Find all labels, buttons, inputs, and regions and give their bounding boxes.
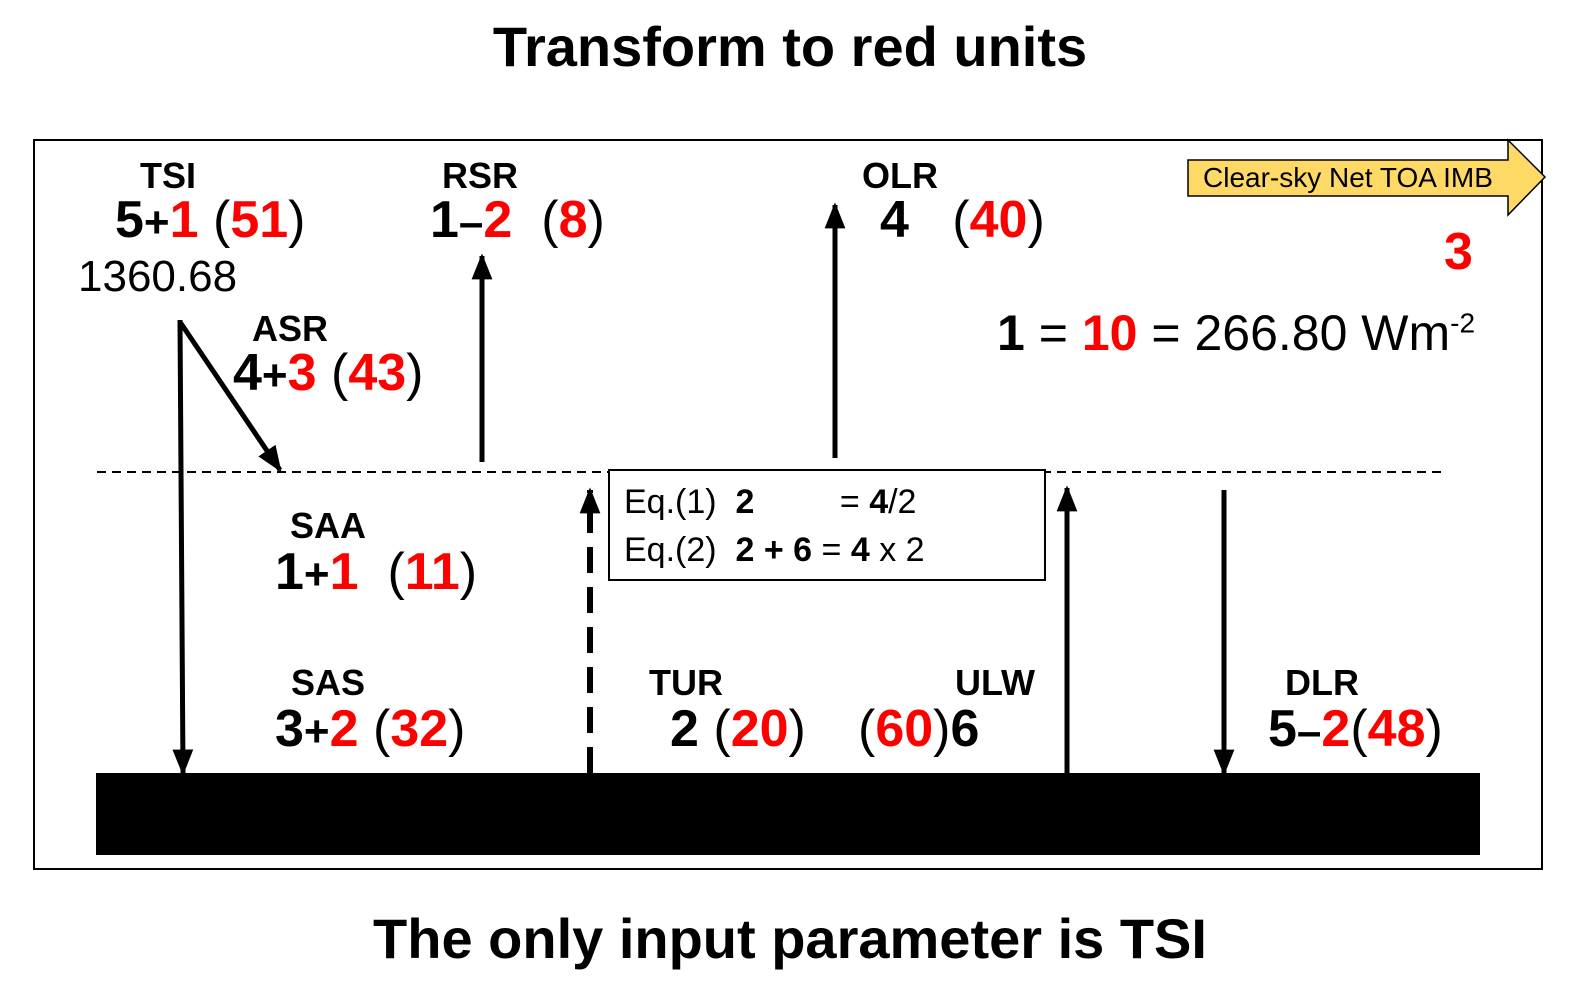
rsr-paren: 8: [558, 191, 588, 249]
eq2-rhs-bold: 4: [850, 531, 870, 569]
tsi-label: TSI: [139, 155, 197, 196]
saa-label: SAA: [289, 505, 367, 546]
ulw-paren: 60: [875, 700, 934, 758]
rsr-label: RSR: [441, 155, 519, 196]
tsi-red: 1: [169, 191, 199, 249]
tsi-down-arrow: [172, 319, 194, 776]
unit-ten: 10: [1081, 305, 1138, 361]
sas-black: 3: [275, 700, 304, 758]
imbalance-arrow-shape: [1187, 138, 1547, 217]
asr-red: 3: [287, 344, 317, 402]
olr-label: OLR: [862, 155, 938, 196]
asr-value: 4+3 (43): [233, 344, 424, 402]
saa-op: +: [303, 550, 330, 599]
ulw-black: 6: [950, 700, 980, 758]
dlr-label: DLR: [1285, 662, 1359, 703]
rsr-value: 1–2 (8): [430, 191, 605, 249]
dlr-paren: 48: [1367, 700, 1426, 758]
dlr-red: 2: [1321, 700, 1351, 758]
eq2-rhs: x 2: [869, 531, 925, 569]
ulw-value: (60)6: [858, 700, 980, 758]
page-title: Transform to red units: [492, 15, 1088, 78]
olr-black: 4: [880, 191, 909, 249]
equation-2: Eq.(2) 2 + 6 = 4 x 2: [624, 526, 925, 574]
eq2-label: Eq.(2): [624, 531, 717, 569]
eq2-equals: =: [821, 531, 842, 569]
asr-op: +: [261, 351, 288, 400]
surface-block: [96, 773, 1480, 855]
unit-conversion: 1 = 10 = 266.80 Wm-2: [997, 308, 1475, 358]
asr-diagonal-arrow: [177, 320, 283, 473]
olr-paren: 40: [969, 191, 1028, 249]
imbalance-label: Clear-sky Net TOA IMB: [1203, 162, 1493, 193]
asr-paren: 43: [348, 344, 407, 402]
eq1-label: Eq.(1): [624, 483, 717, 521]
eq1-lhs: 2: [735, 483, 755, 521]
eq1-equals: =: [839, 483, 860, 521]
unit-eq: =: [1038, 305, 1068, 361]
footer-caption: The only input parameter is TSI: [373, 907, 1207, 970]
tsi-black: 5: [115, 191, 144, 249]
tsi-op: +: [143, 198, 170, 247]
asr-label: ASR: [251, 308, 329, 349]
saa-value: 1+1 (11): [275, 543, 478, 601]
tsi-value: 5+1 (51): [115, 191, 306, 249]
eq2-lhs: 2 +: [735, 531, 794, 569]
sas-label: SAS: [290, 662, 366, 703]
tsi-paren: 51: [230, 191, 289, 249]
tsi-wm2-value: 1360.68: [78, 252, 238, 301]
eq1-rhs: /2: [888, 483, 917, 521]
tur-black: 2: [670, 700, 699, 758]
unit-exp: -2: [1450, 307, 1476, 339]
unit-value: 266.80 Wm: [1194, 305, 1451, 361]
tur-paren: 20: [730, 700, 789, 758]
eq1-rhs-bold: 4: [869, 483, 889, 521]
saa-black: 1: [275, 543, 304, 601]
equation-box: [608, 469, 1046, 581]
rsr-op: –: [458, 198, 484, 247]
asr-black: 4: [233, 344, 262, 402]
sas-red: 2: [329, 700, 359, 758]
ulw-label: ULW: [955, 662, 1035, 703]
equation-1: Eq.(1) 2 = 4/2: [624, 478, 916, 526]
eq2-lhs2: 6: [793, 531, 813, 569]
sas-op: +: [303, 707, 330, 756]
frame-box: [33, 139, 1543, 870]
saa-red: 1: [329, 543, 359, 601]
saa-paren: 11: [404, 543, 460, 601]
sas-value: 3+2 (32): [275, 700, 466, 758]
imbalance-value: 3: [1444, 223, 1473, 281]
unit-eq2: =: [1151, 305, 1181, 361]
rsr-black: 1: [430, 191, 459, 249]
sas-paren: 32: [390, 700, 449, 758]
dlr-black: 5: [1268, 700, 1297, 758]
olr-value: 4 (40): [880, 191, 1045, 249]
dlr-op: –: [1296, 707, 1322, 756]
rsr-red: 2: [483, 191, 513, 249]
unit-one: 1: [997, 305, 1025, 361]
tur-value: 2 (20): [670, 700, 806, 758]
tur-label: TUR: [649, 662, 723, 703]
dlr-value: 5–2(48): [1268, 700, 1443, 758]
